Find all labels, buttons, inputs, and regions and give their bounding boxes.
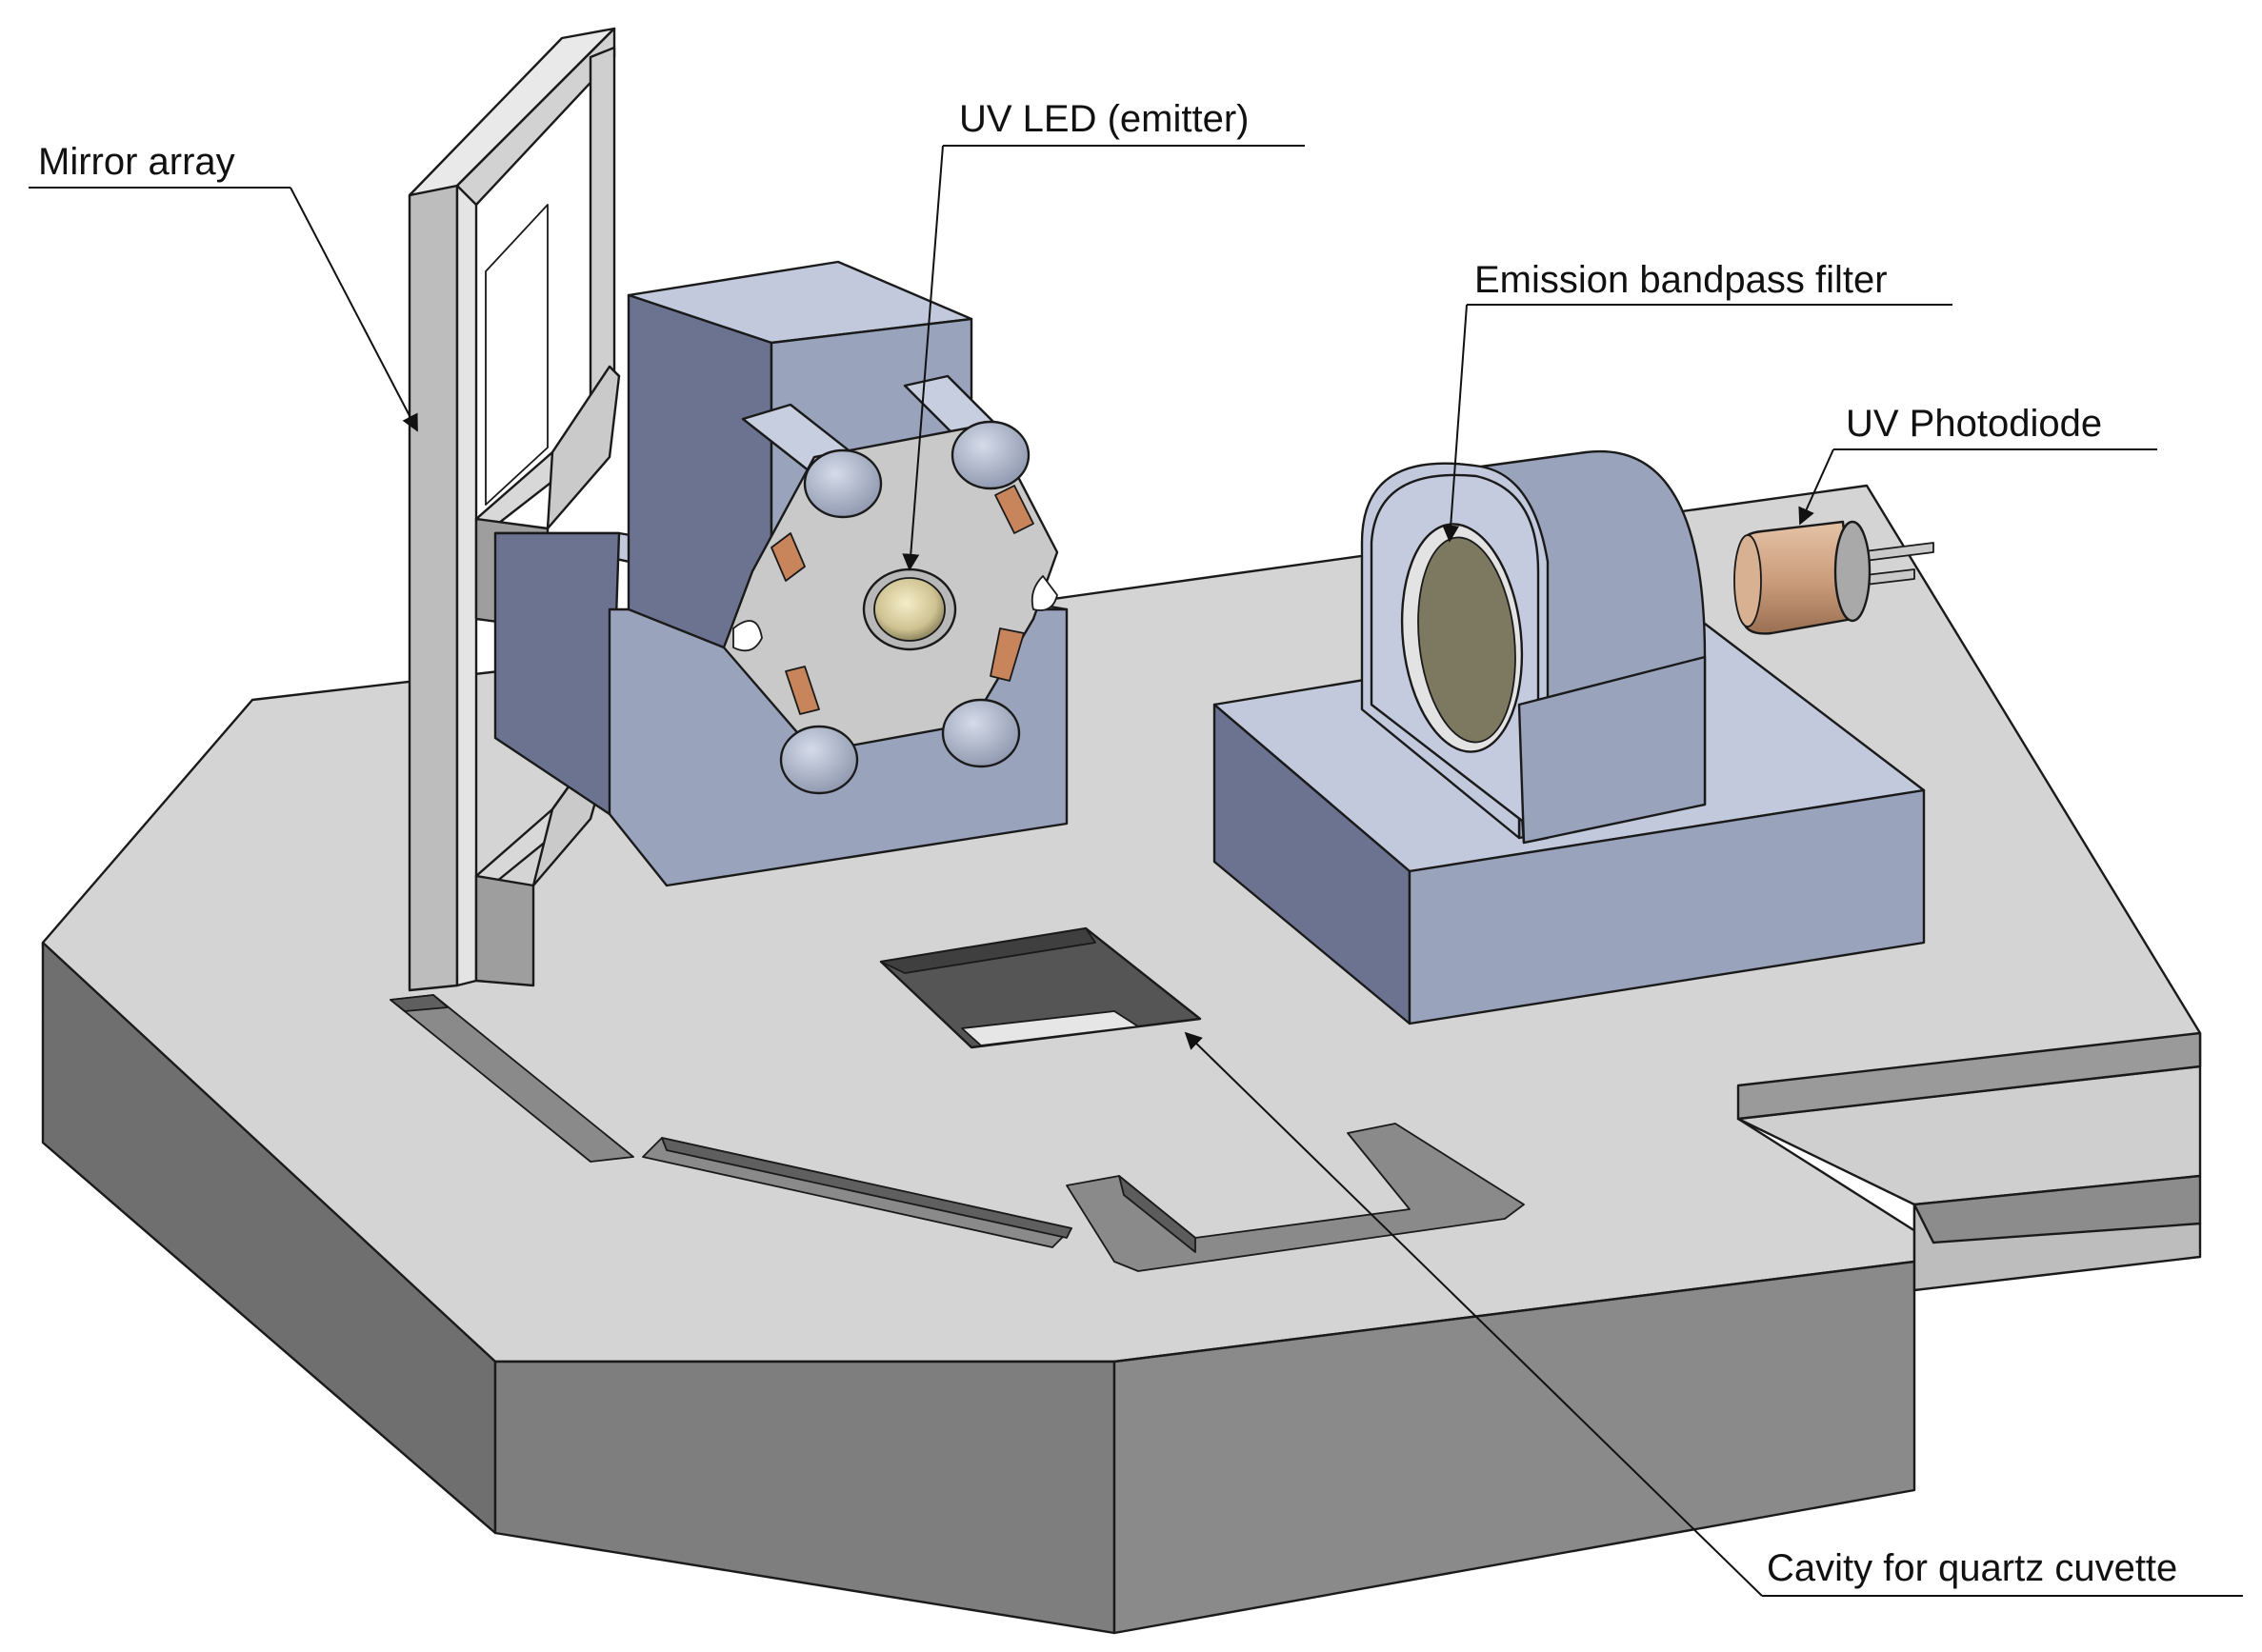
- label-cavity: Cavity for quartz cuvette: [1184, 1031, 2243, 1597]
- filter-base-front: [1408, 788, 1926, 1025]
- label-mirror-array: Mirror array: [29, 141, 418, 432]
- slot-left-inner: [390, 994, 449, 1012]
- label-uv-photodiode-text: UV Photodiode: [1846, 403, 2102, 445]
- mirror-frame-rear-post: [589, 46, 616, 411]
- label-uv-led-leader: [902, 145, 944, 571]
- label-uv-photodiode: UV Photodiode: [1798, 403, 2157, 526]
- slot-middle-inner: [661, 1137, 1072, 1239]
- led-star-board: [722, 420, 1059, 795]
- base-slots: [390, 994, 1525, 1272]
- photodiode-window: [1733, 534, 1762, 627]
- mirror-frame-side: [455, 174, 478, 987]
- filter-mount: [1212, 449, 1926, 1025]
- filter-housing-front-lower: [1517, 655, 1707, 845]
- label-cavity-leader: [1184, 1031, 1763, 1597]
- slot-right-u-inner: [1118, 1175, 1196, 1253]
- label-emission-filter-leader: [1442, 304, 1468, 543]
- led-screw-bottom-left: [779, 725, 859, 795]
- label-emission-filter-text: Emission bandpass filter: [1474, 259, 1888, 301]
- led-dome: [873, 577, 946, 642]
- cuvette-cavity: [879, 926, 1202, 1049]
- led-pad-3: [990, 627, 1025, 682]
- photodiode-flange: [1833, 520, 1872, 623]
- led-screw-top-left: [803, 448, 883, 519]
- mirror-frame-top: [408, 27, 616, 197]
- uv-photodiode: [1733, 520, 1934, 635]
- label-uv-led-text: UV LED (emitter): [959, 98, 1250, 140]
- mirror-bracket-upper-side: [546, 365, 621, 530]
- led-pad-1: [771, 532, 806, 582]
- label-emission-filter: Emission bandpass filter: [1442, 259, 1952, 543]
- label-cavity-text: Cavity for quartz cuvette: [1767, 1547, 2177, 1589]
- mirror-frame-window: [485, 204, 549, 506]
- base-plate-right-edge: [1736, 1031, 2202, 1121]
- cavity-wall-left: [880, 927, 1096, 974]
- cavity-floor: [961, 1010, 1139, 1046]
- label-mirror-array-text: Mirror array: [38, 141, 235, 183]
- led-screw-bottom-right: [941, 698, 1021, 768]
- base-plate-side-front: [493, 1360, 1116, 1635]
- led-pad-4: [785, 666, 820, 715]
- base-plate-notch-lower: [1912, 1203, 2202, 1292]
- led-board-notch-right: [1031, 575, 1058, 611]
- mirror-bracket-lower-face: [474, 874, 535, 987]
- led-board-notch-left: [732, 620, 763, 652]
- label-uv-photodiode-leader: [1798, 448, 1834, 526]
- mirror-frame-front: [408, 184, 459, 992]
- label-mirror-array-leader: [290, 187, 418, 432]
- base-plate-side-right: [1112, 1260, 1916, 1635]
- led-pad-2: [994, 485, 1034, 534]
- label-uv-led: UV LED (emitter): [902, 98, 1305, 571]
- base-plate: [41, 484, 2202, 1635]
- led-screw-top-right: [951, 420, 1031, 490]
